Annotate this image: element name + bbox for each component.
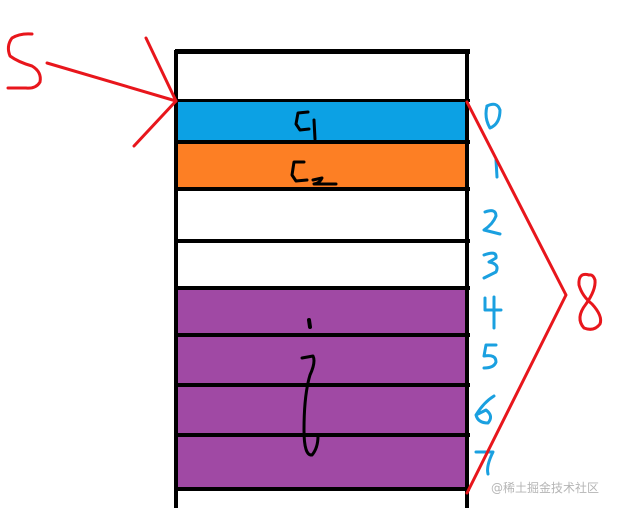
cell-0-c1 [176,102,467,142]
row-divider [175,487,470,491]
index-5 [482,343,498,370]
right-border [465,50,469,508]
total-count-8 [577,273,603,331]
label-c2 [290,160,338,186]
cell-2-empty [176,191,467,241]
index-1 [494,158,499,179]
cell-6-i [176,386,467,436]
index-0 [484,102,502,130]
index-2 [482,209,502,236]
row-divider [175,383,470,387]
cell-1-c2 [176,143,467,190]
row-divider [175,140,470,144]
row-divider [175,187,470,191]
row-divider [175,286,470,290]
pointer-arrow-shaft [45,61,178,103]
left-border [174,50,178,508]
label-c1 [294,110,317,141]
cell-7-i [176,437,467,489]
index-3 [482,251,499,280]
index-labels [474,102,503,476]
pointer-arrowhead-upper [144,36,178,103]
row-divider [175,239,470,243]
label-i [300,318,320,457]
cell-footer-empty [176,491,467,508]
range-bracket [465,100,568,495]
row-divider [175,333,470,337]
row-divider [175,49,470,54]
index-7 [474,450,495,476]
watermark: @稀土掘金技术社区 [491,481,600,495]
pointer-arrowhead-lower [132,99,178,148]
row-divider [175,433,470,437]
row-divider [175,99,470,102]
cell-header-empty [176,54,467,102]
cell-3-empty [176,243,467,289]
index-6 [474,394,496,425]
cell-5-i [176,337,467,385]
pointer-label-s [6,32,42,90]
cell-4-i [176,290,467,336]
index-4 [483,295,503,330]
